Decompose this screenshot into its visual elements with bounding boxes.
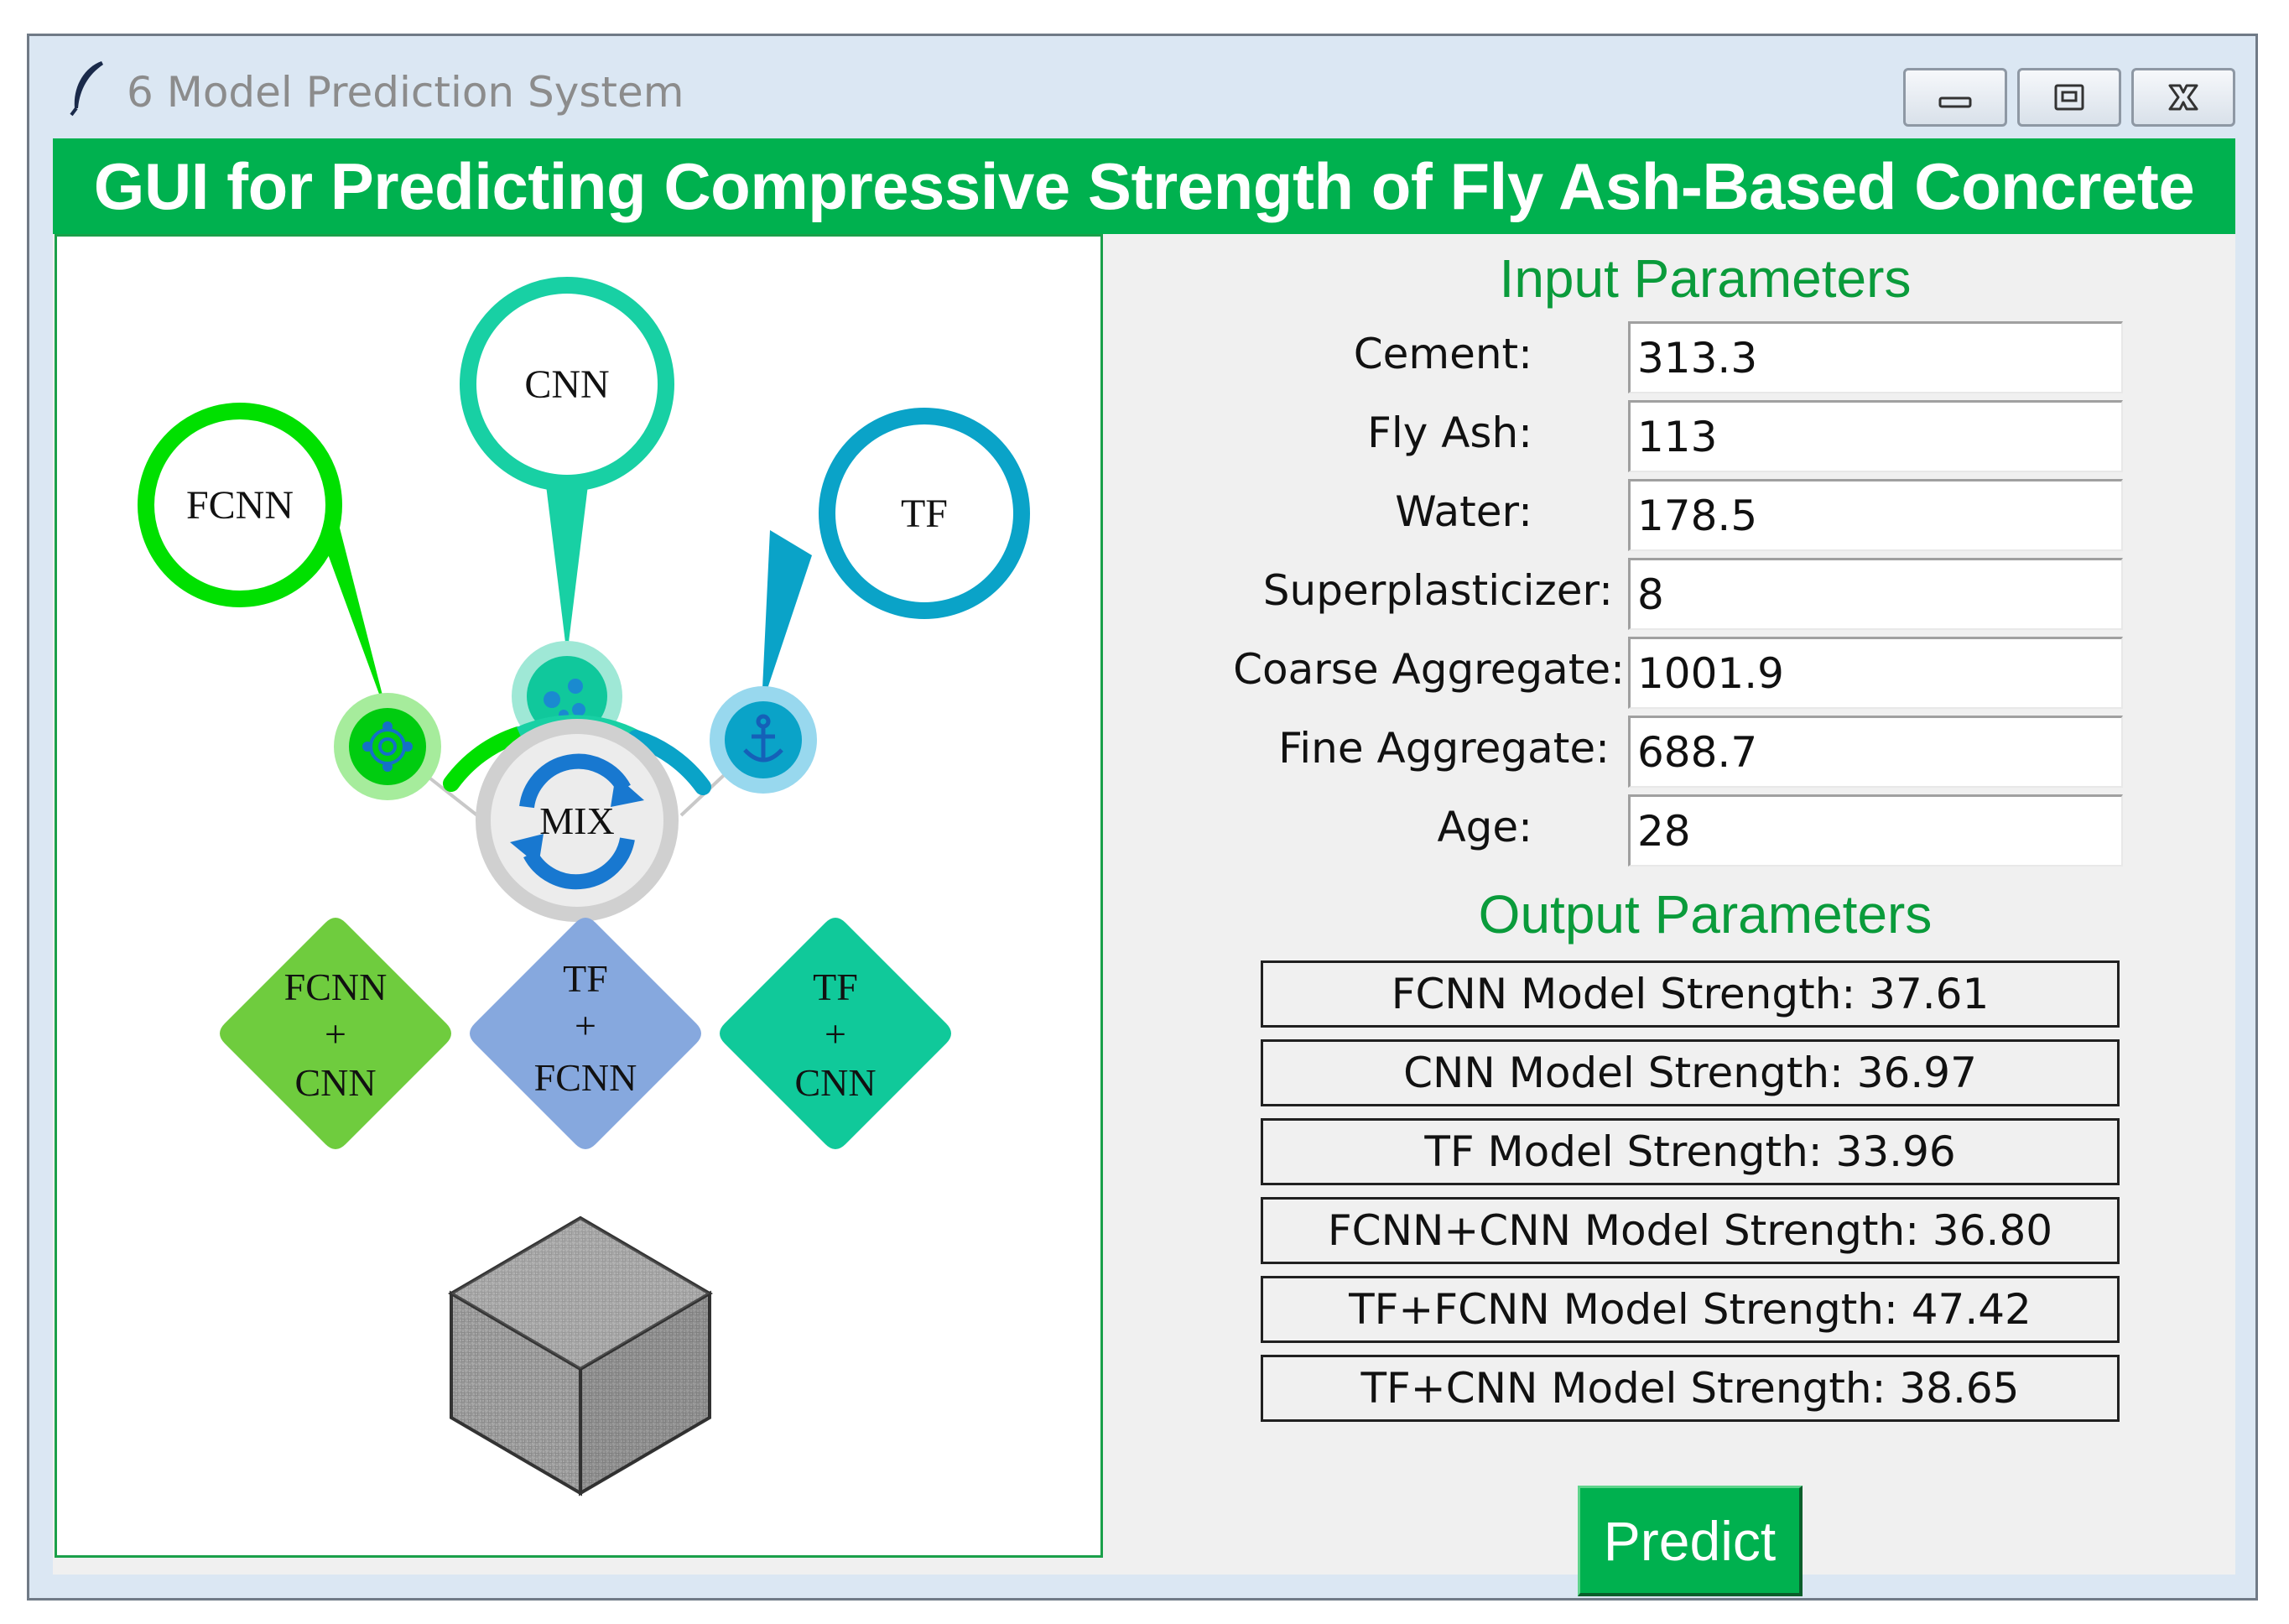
minimize-button[interactable] — [1903, 68, 2007, 127]
refresh-icon — [510, 753, 644, 890]
tf-fcnn-strength-output: TF+FCNN Model Strength: 47.42 — [1261, 1276, 2120, 1343]
app-window: 6 Model Prediction System GUI for Predic… — [27, 34, 2258, 1601]
age-label: Age: — [1437, 803, 1532, 851]
hybrid-tf-cnn-line1: TF — [813, 966, 858, 1008]
page-title: GUI for Predicting Compressive Strength … — [53, 138, 2235, 234]
maximize-icon — [2054, 84, 2084, 111]
fly-ash-label: Fly Ash: — [1367, 409, 1532, 457]
network-icon — [362, 721, 413, 772]
tf-model-node: TF — [710, 408, 1030, 794]
water-input[interactable] — [1628, 479, 2123, 551]
hybrid-tf-fcnn-line1: TF — [563, 957, 608, 1000]
mix-node: MIX — [476, 719, 679, 922]
cement-input[interactable] — [1628, 321, 2123, 393]
superplasticizer-input[interactable] — [1628, 558, 2123, 630]
close-button[interactable] — [2131, 68, 2235, 127]
input-parameters-title: Input Parameters — [1499, 248, 1912, 309]
fcnn-label: FCNN — [186, 483, 294, 528]
window-title: 6 Model Prediction System — [127, 68, 684, 117]
hybrid-fcnn-cnn-line2: + — [325, 1012, 346, 1055]
close-icon — [2168, 84, 2198, 111]
maximize-button[interactable] — [2017, 68, 2121, 127]
superplasticizer-label: Superplasticizer: — [1262, 566, 1613, 615]
fcnn-cnn-strength-output: FCNN+CNN Model Strength: 36.80 — [1261, 1197, 2120, 1264]
title-bar: 6 Model Prediction System — [29, 36, 2255, 138]
predict-button[interactable]: Predict — [1578, 1486, 1803, 1596]
coarse-aggregate-input[interactable] — [1628, 637, 2123, 709]
coarse-aggregate-label: Coarse Aggregate: — [1233, 645, 1625, 694]
anchor-icon — [743, 714, 783, 763]
tf-label: TF — [901, 492, 948, 536]
fine-aggregate-label: Fine Aggregate: — [1278, 724, 1610, 773]
fcnn-strength-output: FCNN Model Strength: 37.61 — [1261, 960, 2120, 1028]
hybrid-tf-fcnn: TF + FCNN — [470, 918, 701, 1149]
nodes-icon — [544, 679, 585, 720]
fcnn-model-node: FCNN — [138, 403, 441, 800]
hybrid-tf-fcnn-line3: FCNN — [534, 1056, 637, 1099]
tf-strength-output: TF Model Strength: 33.96 — [1261, 1118, 2120, 1185]
hybrid-tf-cnn-line3: CNN — [794, 1061, 876, 1104]
water-label: Water: — [1395, 487, 1532, 536]
fine-aggregate-input[interactable] — [1628, 716, 2123, 788]
concrete-cube-icon — [448, 1215, 713, 1496]
feather-icon — [70, 61, 103, 117]
model-diagram-panel: FCNN CNN — [55, 234, 1103, 1558]
hybrid-fcnn-cnn-line1: FCNN — [284, 966, 388, 1008]
minimize-icon — [1938, 96, 1972, 108]
cement-label: Cement: — [1353, 330, 1532, 378]
mix-arc-fcnn — [443, 726, 527, 792]
fly-ash-input[interactable] — [1628, 400, 2123, 472]
model-diagram: FCNN CNN — [138, 277, 1030, 1496]
hybrid-fcnn-cnn-line3: CNN — [294, 1061, 376, 1104]
hybrid-tf-cnn: TF + CNN — [720, 918, 951, 1149]
mix-arc-tf — [627, 730, 711, 795]
cnn-strength-output: CNN Model Strength: 36.97 — [1261, 1039, 2120, 1106]
client-area: GUI for Predicting Compressive Strength … — [53, 138, 2235, 1596]
hybrid-fcnn-cnn: FCNN + CNN — [220, 918, 451, 1149]
cnn-label: CNN — [524, 362, 609, 407]
mix-label: MIX — [539, 799, 614, 842]
hybrid-tf-fcnn-line2: + — [575, 1004, 596, 1047]
age-input[interactable] — [1628, 794, 2123, 867]
tf-cnn-strength-output: TF+CNN Model Strength: 38.65 — [1261, 1355, 2120, 1422]
output-parameters-title: Output Parameters — [1478, 884, 1933, 945]
cnn-model-node: CNN — [460, 277, 674, 752]
hybrid-tf-cnn-line2: + — [825, 1012, 846, 1055]
